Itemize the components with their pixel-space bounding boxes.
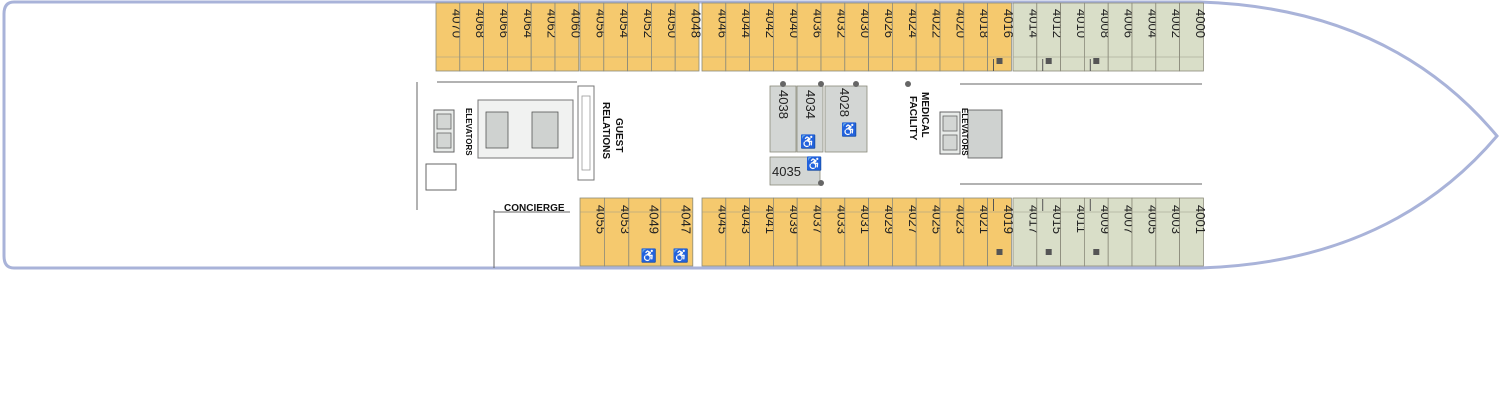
cabin-4049[interactable] bbox=[628, 197, 662, 267]
square-icon bbox=[996, 249, 1003, 255]
cabin-4060[interactable] bbox=[554, 2, 580, 72]
door-marker bbox=[853, 81, 859, 87]
cabin-number: 4048 bbox=[689, 9, 704, 38]
forward-stairs-elevators bbox=[939, 109, 1003, 159]
cabin-4055[interactable] bbox=[579, 197, 605, 267]
corridor-walls bbox=[416, 81, 1202, 268]
cabin-4019[interactable] bbox=[987, 197, 1012, 267]
door-marker bbox=[818, 81, 824, 87]
medical-facility-label-2: FACILITY bbox=[907, 96, 918, 141]
cabin-number: 4049 bbox=[646, 205, 661, 234]
concierge-label: CONCIERGE bbox=[504, 203, 565, 214]
cabin-4047[interactable] bbox=[660, 197, 694, 267]
cabin-4016[interactable] bbox=[987, 2, 1012, 72]
square-icon bbox=[1093, 249, 1100, 255]
cabin-4038[interactable] bbox=[769, 85, 797, 153]
cabin-4028-number: 4028 bbox=[837, 88, 852, 117]
square-icon bbox=[1045, 249, 1052, 255]
guest-relations-desk bbox=[577, 85, 595, 181]
cabin-4035[interactable] bbox=[769, 156, 821, 186]
elevators-fwd-label: ELEVATORS bbox=[960, 108, 969, 156]
door-marker bbox=[905, 81, 911, 87]
cabin-4001[interactable] bbox=[1179, 197, 1204, 267]
wheelchair-icon: ♿ bbox=[641, 248, 657, 263]
interior-cabins: 4038 4034 4028 4035 ♿ ♿ ♿ bbox=[769, 81, 911, 186]
wheelchair-icon: ♿ bbox=[800, 134, 816, 149]
cabin-4034-number: 4034 bbox=[803, 90, 818, 119]
aft-stairs-elevators bbox=[425, 99, 574, 191]
square-icon bbox=[996, 58, 1003, 64]
wheelchair-icon: ♿ bbox=[673, 248, 689, 263]
door-marker bbox=[780, 81, 786, 87]
cabin-4038-number: 4038 bbox=[776, 90, 791, 119]
cabin-4034[interactable] bbox=[796, 85, 824, 153]
square-icon bbox=[1093, 58, 1100, 64]
guest-relations-label-2: RELATIONS bbox=[600, 102, 611, 159]
cabin-number: 4047 bbox=[678, 205, 693, 234]
guest-relations-label: GUEST bbox=[613, 118, 624, 152]
cabin-number: 4016 bbox=[1001, 9, 1016, 38]
medical-facility-label: MEDICAL bbox=[919, 92, 930, 138]
square-icon bbox=[1045, 58, 1052, 64]
wheelchair-icon: ♿ bbox=[806, 156, 822, 171]
cabin-4028[interactable] bbox=[824, 85, 868, 153]
cabin-4000[interactable] bbox=[1179, 2, 1204, 72]
cabin-4048[interactable] bbox=[674, 2, 700, 72]
cabin-number: 4000 bbox=[1193, 9, 1208, 38]
cabin-4035-number: 4035 bbox=[772, 164, 801, 179]
elevators-aft-label: ELEVATORS bbox=[464, 108, 473, 156]
wheelchair-icon: ♿ bbox=[841, 122, 857, 137]
cabin-number: 4001 bbox=[1193, 205, 1208, 234]
door-marker bbox=[818, 180, 824, 186]
